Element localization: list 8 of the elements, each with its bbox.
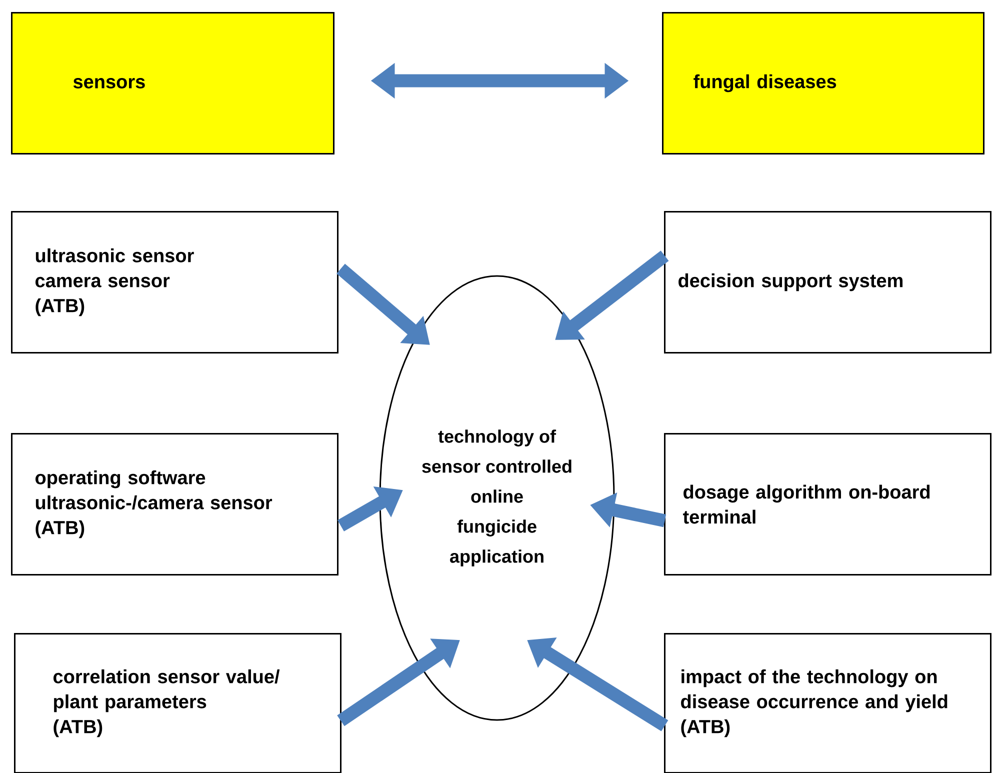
text-box: dosage algorithm on-board terminal (664, 433, 992, 576)
text-box: correlation sensor value/ plant parameters (ATB) (14, 633, 342, 773)
text-box: operating software ultrasonic-/camera sensor (ATB) (11, 433, 338, 576)
text-box: ultrasonic sensor camera sensor (ATB) (11, 211, 338, 354)
text-box: decision support system (664, 211, 992, 354)
category-box: sensors (11, 12, 334, 154)
text-box: impact of the technology on disease occurrence and yield (ATB) (664, 633, 992, 773)
category-box: fungal diseases (662, 12, 984, 154)
